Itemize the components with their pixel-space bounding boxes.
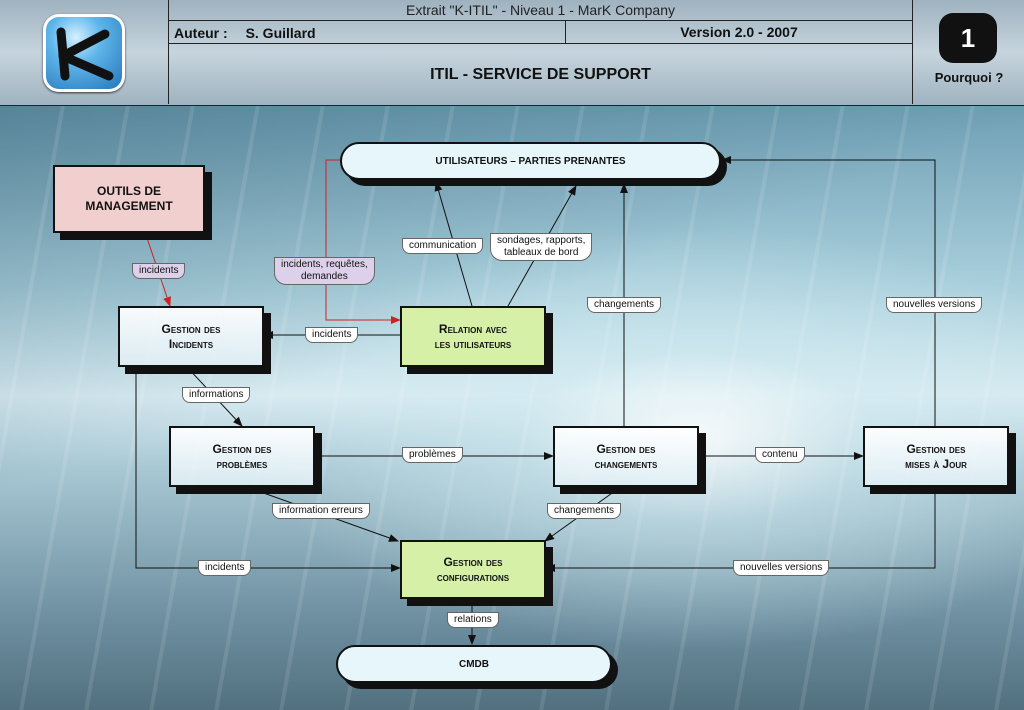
edge-label-incidents-config: incidents [198,560,252,576]
edge-label-changements-users: changements [587,297,662,313]
edge-label-user-requests-line2: demandes [301,271,348,282]
author-label: Auteur : [174,25,228,41]
release-management-label-1: Gestion des [906,441,966,456]
page-number-badge[interactable]: 1 [939,13,997,63]
configuration-management-label-2: configurations [436,569,510,584]
edge-label-sondages: sondages, rapports, tableaux de bord [490,233,593,261]
edge-versions-users [721,156,936,426]
edge-label-user-requests: incidents, requêtes, demandes [274,257,375,285]
edge-label-informations: informations [182,387,251,403]
edge-label-relations: relations [447,612,499,628]
edge-label-outils-incidents: incidents [132,263,186,279]
problem-management-node[interactable]: Gestion des problèmes [169,426,315,487]
version-label: Version 2.0 - 2007 [566,21,912,44]
edge-label-contenu: contenu [755,447,805,463]
logo-cell [0,0,169,104]
configuration-management-label-1: Gestion des [443,554,503,569]
management-tools-label-1: OUTILS DE [96,184,161,198]
edge-label-user-requests-line1: incidents, requêtes, [281,259,368,270]
why-cell: 1 Pourquoi ? [912,0,1024,104]
problem-management-label-1: Gestion des [212,441,272,456]
edge-label-problemes: problèmes [402,447,463,463]
management-tools-label-2: MANAGEMENT [85,199,173,213]
user-relation-label-2: les utilisateurs [434,336,512,351]
change-management-node[interactable]: Gestion des changements [553,426,699,487]
edge-label-changements-config: changements [547,503,622,519]
users-node-label: UTILISATEURS – PARTIES PRENANTES [435,155,626,167]
edge-label-information-erreurs: information erreurs [272,503,370,519]
k-logo-icon [43,14,125,92]
change-management-label-2: changements [594,456,658,471]
incident-management-label-1: Gestion des [161,321,221,336]
why-link[interactable]: Pourquoi ? [934,70,1004,85]
document-header: Extrait "K-ITIL" - Niveau 1 - MarK Compa… [0,0,1024,106]
edge-label-communication: communication [402,238,484,254]
edge-label-sondages-line1: sondages, rapports, [497,235,586,246]
incident-management-label-2: Incidents [168,336,214,351]
user-relation-node[interactable]: Relation avec les utilisateurs [400,306,546,367]
configuration-management-node[interactable]: Gestion des configurations [400,540,546,599]
edge-users-relation [325,159,401,324]
extract-title: Extrait "K-ITIL" - Niveau 1 - MarK Compa… [169,0,912,21]
problem-management-label-2: problèmes [216,456,268,471]
author-name: S. Guillard [245,25,316,41]
cmdb-node[interactable]: CMDB [336,645,612,683]
edge-label-relation-incidents: incidents [305,327,359,343]
release-management-label-2: mises à Jour [905,456,967,471]
incident-management-node[interactable]: Gestion des Incidents [118,306,264,367]
edge-label-versions-users: nouvelles versions [886,297,983,313]
page-title: ITIL - SERVICE DE SUPPORT [430,66,651,83]
release-management-node[interactable]: Gestion des mises à Jour [863,426,1009,487]
users-stakeholders-node[interactable]: UTILISATEURS – PARTIES PRENANTES [340,142,721,180]
edge-versions-config [545,486,936,572]
user-relation-label-1: Relation avec [438,321,508,336]
edge-incidents-config [135,366,401,572]
author-field: Auteur : S. Guillard [169,21,566,44]
edge-label-sondages-line2: tableaux de bord [503,247,579,258]
management-tools-node[interactable]: OUTILS DE MANAGEMENT [53,165,205,233]
cmdb-label: CMDB [459,658,489,670]
edge-label-versions-config: nouvelles versions [733,560,830,576]
change-management-label-1: Gestion des [596,441,656,456]
